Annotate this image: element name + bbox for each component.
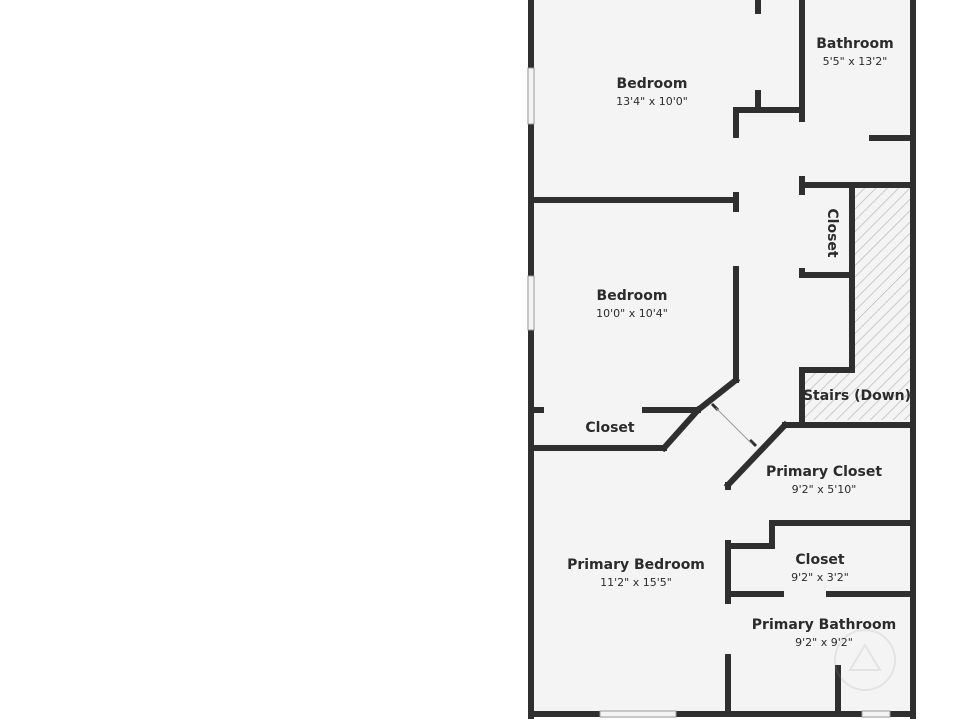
stairs-area bbox=[804, 188, 911, 420]
room-name-closet-bedroom-2: Closet bbox=[585, 420, 635, 436]
room-name-bathroom: Bathroom bbox=[816, 36, 894, 52]
walls bbox=[528, 0, 916, 719]
room-dims-primary-bedroom: 11'2" x 15'5" bbox=[600, 576, 672, 589]
room-dims-primary-bathroom: 9'2" x 9'2" bbox=[795, 636, 853, 649]
room-name-closet-primary: Closet bbox=[795, 552, 845, 568]
room-name-primary-closet: Primary Closet bbox=[766, 464, 882, 480]
watermark-icon bbox=[834, 629, 896, 691]
room-name-primary-bedroom: Primary Bedroom bbox=[567, 557, 705, 573]
room-dims-primary-closet: 9'2" x 5'10" bbox=[792, 483, 857, 496]
room-dims-closet-primary: 9'2" x 3'2" bbox=[791, 571, 849, 584]
door-opening bbox=[715, 407, 753, 445]
room-name-bedroom-1: Bedroom bbox=[617, 76, 688, 92]
window-frames bbox=[527, 67, 891, 718]
room-name-stairs: Stairs (Down) bbox=[803, 388, 911, 404]
room-dims-bedroom-1: 13'4" x 10'0" bbox=[616, 95, 688, 108]
room-name-closet-hall: Closet bbox=[824, 208, 840, 258]
room-name-primary-bathroom: Primary Bathroom bbox=[752, 617, 896, 633]
room-dims-bathroom: 5'5" x 13'2" bbox=[823, 55, 888, 68]
openings bbox=[527, 14, 890, 718]
room-name-bedroom-2: Bedroom bbox=[597, 288, 668, 304]
room-dims-bedroom-2: 10'0" x 10'4" bbox=[596, 307, 668, 320]
